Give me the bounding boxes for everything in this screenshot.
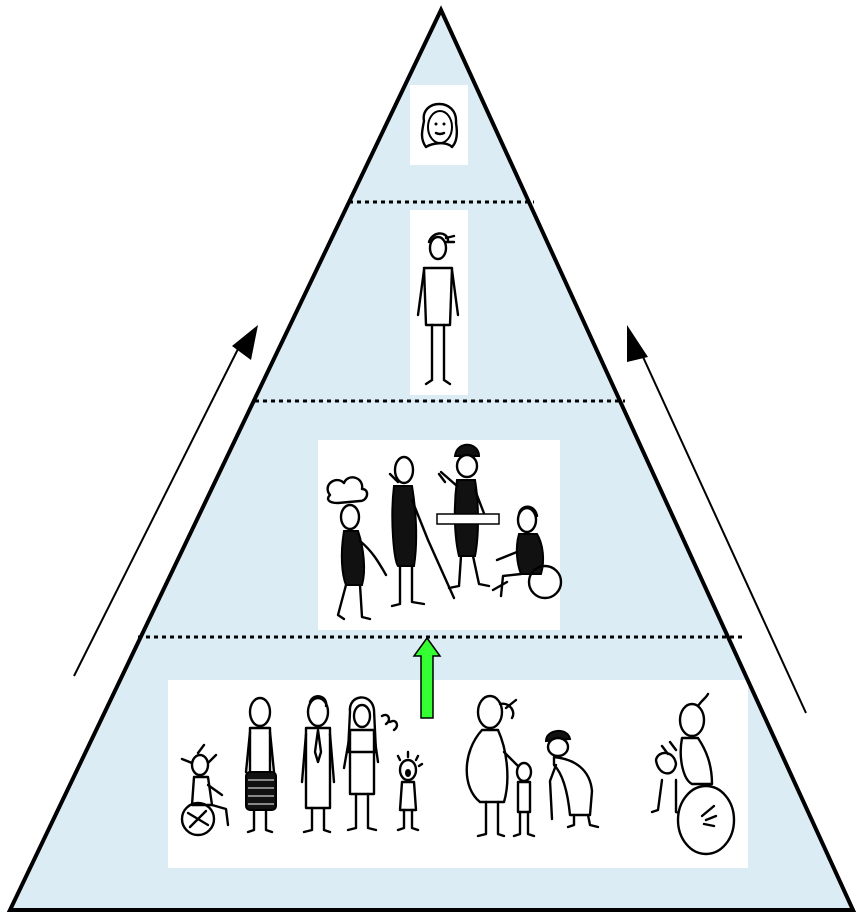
- pyramid-svg: [0, 0, 863, 920]
- pyramid-diagram: [0, 0, 863, 920]
